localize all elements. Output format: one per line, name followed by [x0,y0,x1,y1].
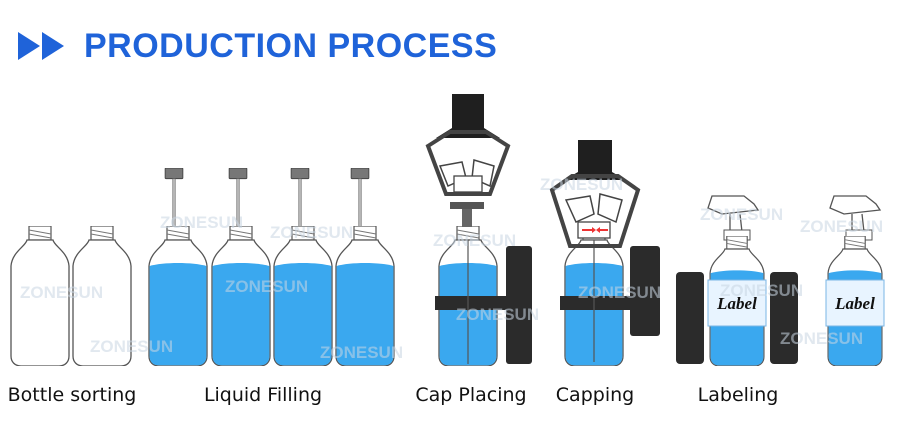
gripper-frame [425,130,511,196]
step-label-cap-placing: Cap Placing [415,384,527,406]
filling-nozzle [350,168,370,230]
watermark: ZONESUN [456,305,539,324]
step-liquid-filling [148,168,395,366]
step-label-capping: Capping [555,384,635,406]
label-sticker [825,279,885,327]
gripper-frame [549,174,641,248]
label-sticker-text: Label [834,294,875,313]
trigger-cap [453,175,483,193]
watermark: ZONESUN [800,217,883,236]
watermark: ZONESUN [225,277,308,296]
step-label-bottle-sorting: Bottle sorting [7,384,137,406]
watermark: ZONESUN [90,337,173,356]
step-labeling: Label Label [676,195,885,366]
watermark: ZONESUN [270,223,353,242]
page-title: PRODUCTION PROCESS [84,27,498,65]
label-roller-left [676,272,704,364]
watermark: ZONESUN [320,343,403,362]
label-roller-right [770,272,798,364]
header: PRODUCTION PROCESS [14,26,497,66]
filled-bottle [211,226,271,366]
watermark: ZONESUN [720,281,803,300]
watermark: ZONESUN [540,175,623,194]
holder-block [630,246,660,336]
holder-arm [435,296,515,310]
double-chevron-right-icon [18,32,64,60]
step-capping [549,140,660,366]
watermark: ZONESUN [160,213,243,232]
watermark: ZONESUN [578,283,661,302]
trigger-sprayer [707,195,760,215]
step-cap-placing [425,94,532,366]
watermarks: ZONESUN ZONESUN ZONESUN ZONESUN ZONESUN … [20,175,883,362]
watermark: ZONESUN [20,283,103,302]
watermark: ZONESUN [433,231,516,250]
holder-arm [560,296,650,310]
filling-nozzle [290,168,310,230]
step-label-liquid-filling: Liquid Filling [203,384,323,406]
watermark: ZONESUN [780,329,863,348]
step-label-labeling: Labeling [697,384,779,406]
holder-block [506,246,532,364]
label-sticker [707,279,767,327]
label-sticker-text: Label [716,294,757,313]
capping-head [436,94,500,138]
trigger-sprayer [829,195,882,215]
watermark: ZONESUN [700,205,783,224]
capping-head [564,140,626,180]
